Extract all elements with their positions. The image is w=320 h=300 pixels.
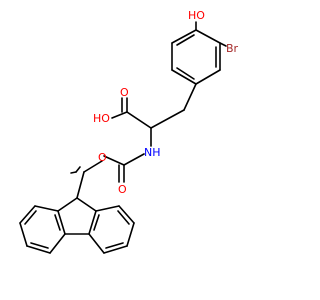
bond xyxy=(30,242,49,249)
bond-layer xyxy=(19,21,227,254)
bond xyxy=(111,111,128,119)
bond xyxy=(75,166,81,173)
bond xyxy=(76,197,97,212)
bond xyxy=(123,153,145,166)
carbamate-carbonyl-oxygen-label: O xyxy=(118,183,127,196)
bond xyxy=(95,205,120,212)
chemical-structure: HO Br O HO NH O O xyxy=(19,9,239,254)
bond xyxy=(117,210,130,225)
bond xyxy=(26,245,51,254)
bond xyxy=(118,205,135,224)
bond xyxy=(24,210,37,225)
bond xyxy=(171,69,197,85)
bromine-label: Br xyxy=(226,42,239,55)
bond xyxy=(219,42,227,47)
bond xyxy=(176,67,195,80)
hydroxyl-top-label: HO xyxy=(188,9,205,22)
bond xyxy=(88,233,105,254)
bond xyxy=(150,109,185,129)
bond xyxy=(34,205,59,212)
bond xyxy=(103,155,125,166)
atom-label-layer: HO Br O HO NH O O xyxy=(93,9,239,196)
bond xyxy=(126,111,152,129)
bond xyxy=(70,171,77,174)
bond xyxy=(126,222,135,247)
bond xyxy=(57,210,66,235)
carbonyl-acid-oxygen-label: O xyxy=(120,86,129,99)
acid-hydroxyl-label: HO xyxy=(93,112,110,125)
bond xyxy=(57,197,78,212)
amine-label: NH xyxy=(144,146,161,159)
bond xyxy=(88,210,97,235)
bond xyxy=(103,245,128,254)
bond xyxy=(183,83,197,111)
bond xyxy=(105,242,124,249)
bond xyxy=(54,214,61,231)
bond xyxy=(19,222,28,247)
bond xyxy=(171,29,197,44)
bond xyxy=(19,205,36,224)
bond xyxy=(195,69,221,85)
bond xyxy=(195,29,221,44)
bond xyxy=(49,233,66,254)
bond xyxy=(93,214,100,231)
bond xyxy=(83,160,103,173)
carbamate-ester-oxygen-label: O xyxy=(98,151,107,164)
bond xyxy=(176,34,195,46)
bond xyxy=(76,171,85,199)
